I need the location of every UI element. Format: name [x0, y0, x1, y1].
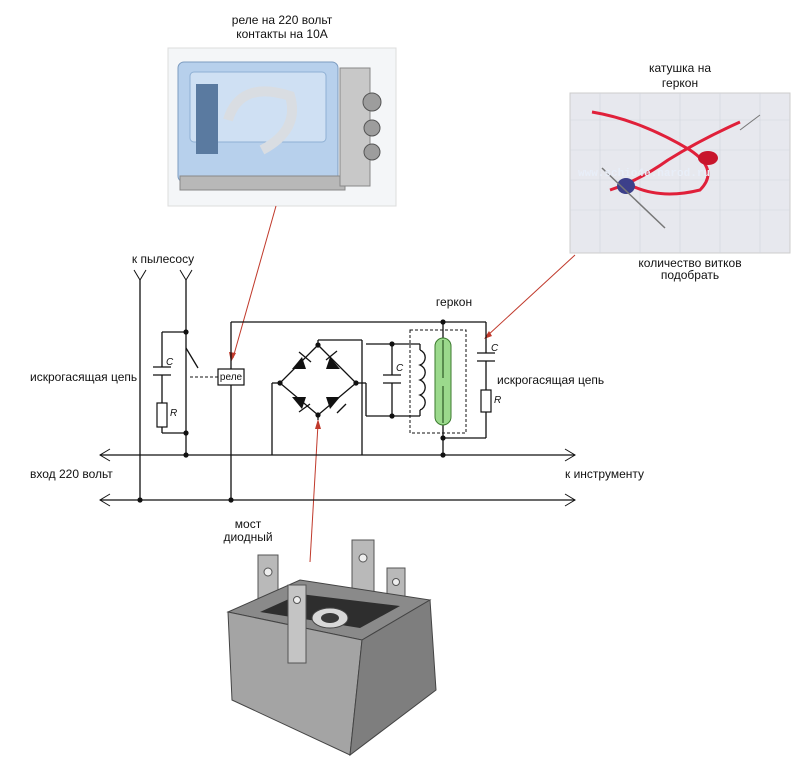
capacitor-right — [477, 352, 495, 362]
resistor-right-label: R — [494, 395, 501, 406]
capacitor-middle-label: C — [396, 363, 404, 374]
coil-photo-watermark: www.schio4e.narod.ru — [578, 168, 710, 180]
input-label: вход 220 вольт — [30, 467, 113, 481]
vacuum-label: к пылесосу — [132, 252, 194, 266]
tool-terminal-top-arrow — [564, 448, 576, 462]
reed-label: геркон — [436, 295, 472, 309]
relay-coil-label: реле — [220, 372, 243, 383]
input-terminal-top-arrow — [99, 448, 111, 462]
resistor-left — [156, 402, 168, 428]
coil-photo-caption-line2: геркон — [662, 76, 698, 90]
reed-coil — [418, 349, 426, 411]
coil-photo — [569, 92, 791, 254]
bridge-photo — [226, 539, 437, 757]
coil-turns-caption-line2: подобрать — [661, 268, 719, 282]
relay-photo-caption-line2: контакты на 10А — [236, 27, 328, 41]
relay-pointer-arrowhead — [229, 352, 236, 362]
spark-left-label: искрогасящая цепь — [30, 370, 137, 384]
relay-photo — [167, 47, 397, 207]
coil-turns-caption-line1: количество витков — [638, 256, 741, 270]
coil-pointer-line — [486, 254, 576, 337]
bridge-caption-line1: мост — [235, 517, 262, 531]
input-terminal-bottom-arrow — [99, 493, 111, 507]
reed-switch — [434, 337, 452, 426]
relay-pointer-line — [232, 205, 277, 359]
spark-right-label: искрогасящая цепь — [497, 373, 604, 387]
resistor-left-label: R — [170, 408, 177, 419]
resistor-right — [480, 389, 492, 413]
diode-bridge — [279, 344, 357, 416]
junction-dots — [137, 319, 446, 503]
bridge-caption-line2: диодный — [223, 530, 272, 544]
coil-photo-caption-line1: катушка на — [649, 61, 711, 75]
schematic-wiring — [100, 280, 575, 501]
relay-photo-caption-line1: реле на 220 вольт — [232, 13, 333, 27]
bridge-pointer-arrowhead — [315, 419, 321, 429]
vacuum-terminal-2-arrow — [179, 269, 193, 281]
capacitor-right-label: C — [491, 343, 499, 354]
relay-coil-box — [217, 368, 245, 386]
capacitor-left-label: C — [166, 357, 174, 368]
capacitor-left — [153, 366, 171, 376]
capacitor-middle — [383, 374, 401, 384]
tool-label: к инструменту — [565, 467, 644, 481]
tool-terminal-bottom-arrow — [564, 493, 576, 507]
bridge-pointer-line — [309, 423, 319, 563]
vacuum-terminal-1-arrow — [133, 269, 147, 281]
